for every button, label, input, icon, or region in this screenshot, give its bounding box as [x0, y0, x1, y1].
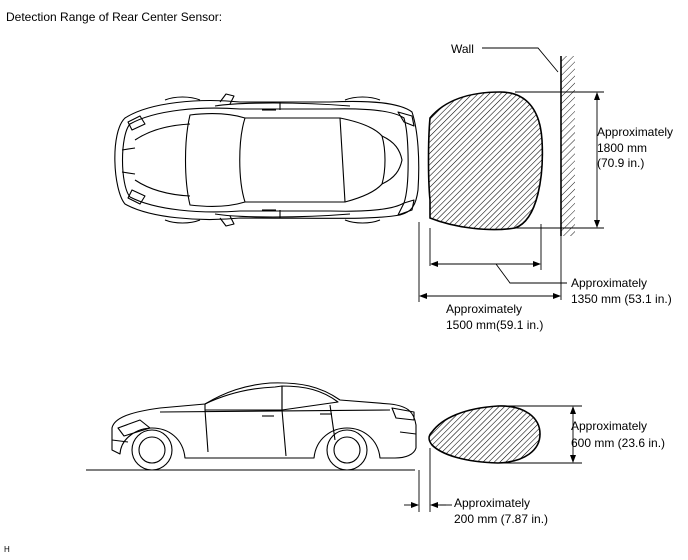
side-detection-range — [428, 405, 541, 464]
wall-label: Wall — [451, 42, 474, 56]
dim-width-range — [515, 91, 604, 229]
height-range-line-1: Approximately — [571, 419, 648, 433]
dim-height-range — [498, 405, 582, 464]
car-side-view — [86, 382, 417, 471]
diagram-title: Detection Range of Rear Center Sensor: — [6, 10, 223, 24]
gap-distance-line-2: 200 mm (7.87 in.) — [454, 512, 549, 526]
car-top-view — [114, 93, 420, 227]
width-range-line-3: (70.9 in.) — [597, 156, 645, 170]
dim-distances — [418, 222, 567, 302]
outer-distance-line-2: 1500 mm(59.1 in.) — [446, 318, 544, 332]
top-detection-range — [427, 91, 544, 231]
width-range-line-2: 1800 mm — [597, 141, 648, 155]
figure-id: H — [4, 545, 10, 554]
inner-distance-line-1: Approximately — [571, 276, 648, 290]
inner-distance-line-2: 1350 mm (53.1 in.) — [571, 292, 672, 306]
wall — [482, 47, 575, 236]
outer-distance-line-1: Approximately — [446, 302, 523, 316]
dim-gap — [404, 448, 452, 512]
width-range-line-1: Approximately — [597, 125, 674, 139]
height-range-line-2: 600 mm (23.6 in.) — [571, 436, 666, 450]
gap-distance-line-1: Approximately — [454, 496, 531, 510]
